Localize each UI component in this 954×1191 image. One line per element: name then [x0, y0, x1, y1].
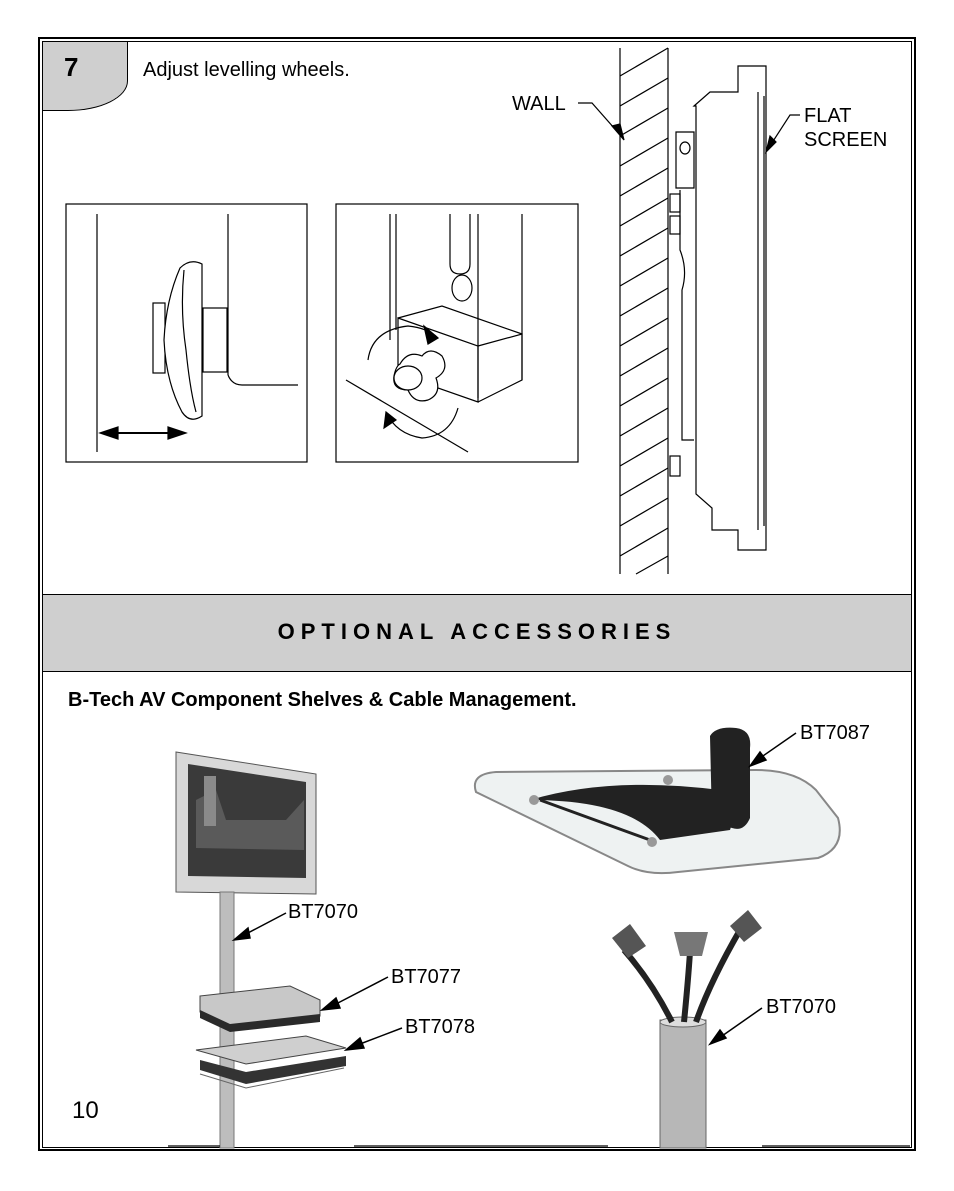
shelf-upper-label: BT7077: [391, 966, 462, 988]
flat-screen-label-line1: FLAT: [804, 105, 852, 127]
section-band: OPTIONAL ACCESSORIES: [43, 594, 911, 672]
step-instruction: Adjust levelling wheels.: [143, 59, 350, 81]
section-subtitle: B-Tech AV Component Shelves & Cable Mana…: [68, 689, 577, 711]
tv-pole-stand-photo: [175, 751, 347, 1149]
glass-shelf-photo: [474, 727, 841, 875]
page-frame-inner: [42, 41, 912, 1148]
wheel-side-view-illustration: [65, 203, 308, 463]
flat-screen-label: FLAT SCREEN: [804, 104, 887, 152]
cable-label: BT7070: [766, 996, 837, 1018]
glass-shelf-label: BT7087: [800, 722, 871, 744]
product-leader-arrows: [231, 732, 797, 1052]
flat-screen-label-line2: SCREEN: [804, 129, 888, 151]
pole-label: BT7070: [288, 901, 359, 923]
shelf-lower-label: BT7078: [405, 1016, 476, 1038]
wheel-knob-illustration: [335, 203, 579, 463]
wall-label: WALL: [512, 93, 566, 115]
page-frame-outer: [38, 37, 916, 1151]
wall-mount-side-diagram: [578, 47, 800, 575]
page-number: 10: [72, 1097, 99, 1124]
section-title: OPTIONAL ACCESSORIES: [277, 619, 677, 644]
step-number: 7: [64, 52, 79, 82]
cable-management-photo: [612, 910, 762, 1149]
